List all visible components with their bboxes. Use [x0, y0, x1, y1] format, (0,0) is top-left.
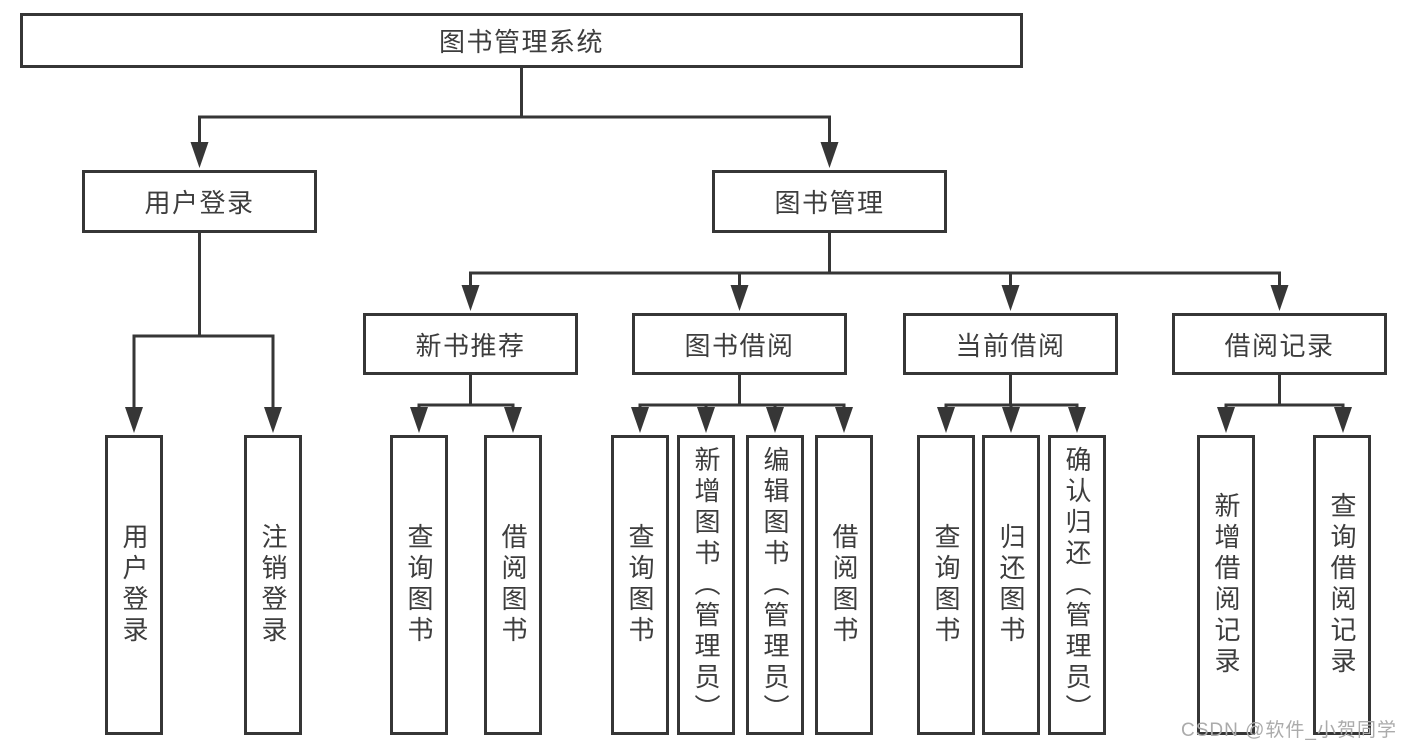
leaf-label: 新增图书（管理员） [691, 445, 721, 725]
node-user-login: 用户登录 [82, 170, 317, 233]
node-book-management: 图书管理 [712, 170, 947, 233]
leaf-label: 编辑图书（管理员） [760, 445, 790, 725]
node-library-management-system: 图书管理系统 [20, 13, 1023, 68]
leaf-confirm-return-admin: 确认归还（管理员） [1048, 435, 1106, 735]
arrowhead [1217, 407, 1235, 433]
csdn-watermark: CSDN @软件_小贺同学 [1181, 720, 1397, 741]
leaf-label: 借阅图书 [498, 523, 528, 647]
node-label: 图书借阅 [684, 330, 795, 361]
node-label: 新书推荐 [415, 330, 526, 361]
node-label: 图书管理系统 [438, 27, 604, 57]
leaf-borrow-books-recommend: 借阅图书 [484, 435, 542, 735]
leaf-label: 注销登录 [258, 523, 288, 647]
leaf-logout: 注销登录 [244, 435, 302, 735]
arrowhead [264, 407, 282, 433]
arrowhead [1002, 407, 1020, 433]
arrowhead [461, 285, 480, 311]
arrowhead [820, 142, 839, 168]
arrowhead [190, 142, 209, 168]
node-label: 借阅记录 [1224, 330, 1335, 361]
leaf-label: 借阅图书 [829, 523, 859, 647]
arrowhead [766, 407, 784, 433]
arrowhead [730, 285, 749, 311]
leaf-return-books: 归还图书 [982, 435, 1040, 735]
leaf-label: 查询图书 [931, 523, 961, 647]
arrowhead [1001, 285, 1020, 311]
leaf-label: 确认归还（管理员） [1062, 445, 1092, 725]
leaf-label: 用户登录 [119, 523, 149, 647]
arrowhead [835, 407, 853, 433]
node-label: 当前借阅 [955, 330, 1066, 361]
arrowhead [410, 407, 428, 433]
leaf-borrow-books-borrowing: 借阅图书 [815, 435, 873, 735]
leaf-user-login: 用户登录 [105, 435, 163, 735]
arrowhead [125, 407, 143, 433]
leaf-query-books-current: 查询图书 [917, 435, 975, 735]
node-current-borrowing: 当前借阅 [903, 313, 1118, 375]
leaf-label: 查询借阅记录 [1327, 492, 1357, 678]
node-book-borrowing: 图书借阅 [632, 313, 847, 375]
leaf-label: 归还图书 [996, 523, 1026, 647]
arrowhead [697, 407, 715, 433]
node-label: 用户登录 [144, 188, 255, 218]
node-new-book-recommendation: 新书推荐 [363, 313, 578, 375]
arrowhead [1334, 407, 1352, 433]
node-borrowing-records: 借阅记录 [1172, 313, 1387, 375]
leaf-query-borrow-record: 查询借阅记录 [1313, 435, 1371, 735]
leaf-edit-books-admin: 编辑图书（管理员） [746, 435, 804, 735]
leaf-query-books-recommend: 查询图书 [390, 435, 448, 735]
leaf-label: 查询图书 [404, 523, 434, 647]
arrowhead [937, 407, 955, 433]
leaf-add-borrow-record: 新增借阅记录 [1197, 435, 1255, 735]
arrowhead [631, 407, 649, 433]
arrowhead [1270, 285, 1289, 311]
leaf-query-books-borrowing: 查询图书 [611, 435, 669, 735]
leaf-add-books-admin: 新增图书（管理员） [677, 435, 735, 735]
arrowhead [1068, 407, 1086, 433]
leaf-label: 查询图书 [625, 523, 655, 647]
node-label: 图书管理 [774, 188, 885, 218]
arrowhead [504, 407, 522, 433]
leaf-label: 新增借阅记录 [1211, 492, 1241, 678]
